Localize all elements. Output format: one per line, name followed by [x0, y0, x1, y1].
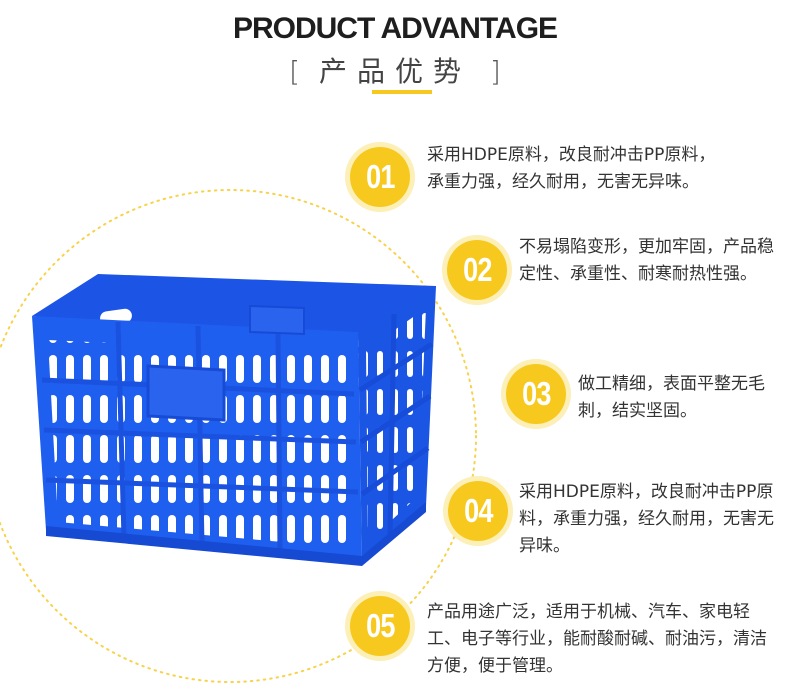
badge-05: 05: [350, 596, 410, 656]
badge-number: 02: [462, 251, 492, 288]
badge-number: 01: [365, 158, 395, 195]
page-subtitle: [ 产品优势 ]: [0, 50, 790, 90]
feature-text-05: 产品用途广泛，适用于机械、汽车、家电轻工、电子等行业，能耐酸耐碱、耐油污，清洁方…: [427, 602, 767, 676]
feature-text-01: 采用HDPE原料，改良耐冲击PP原料，承重力强，经久耐用，无害无异味。: [427, 145, 716, 192]
badge-01: 01: [350, 147, 410, 207]
badge-02: 02: [447, 240, 507, 300]
badge-03: 03: [506, 364, 566, 424]
subtitle-text: 产品优势: [318, 55, 471, 88]
feature-text-04: 采用HDPE原料，改良耐冲击PP原料，承重力强，经久耐用，无害无异味。: [519, 482, 774, 556]
badge-number: 04: [463, 492, 493, 529]
bracket-close: ]: [489, 55, 501, 88]
badge-number: 05: [365, 607, 395, 644]
title-underline: [372, 90, 432, 94]
dotted-orbit-circle: [0, 189, 477, 683]
badge-number: 03: [521, 375, 551, 412]
feature-text-02: 不易塌陷变形，更加牢固，产品稳定性、承重性、耐寒耐热性强。: [519, 237, 774, 284]
bracket-open: [: [289, 55, 301, 88]
page-title: PRODUCT ADVANTAGE: [232, 12, 558, 45]
badge-04: 04: [448, 481, 508, 541]
blue-plastic-crate-image: [32, 274, 436, 566]
feature-text-03: 做工精细，表面平整无毛刺，结实坚固。: [578, 374, 765, 421]
